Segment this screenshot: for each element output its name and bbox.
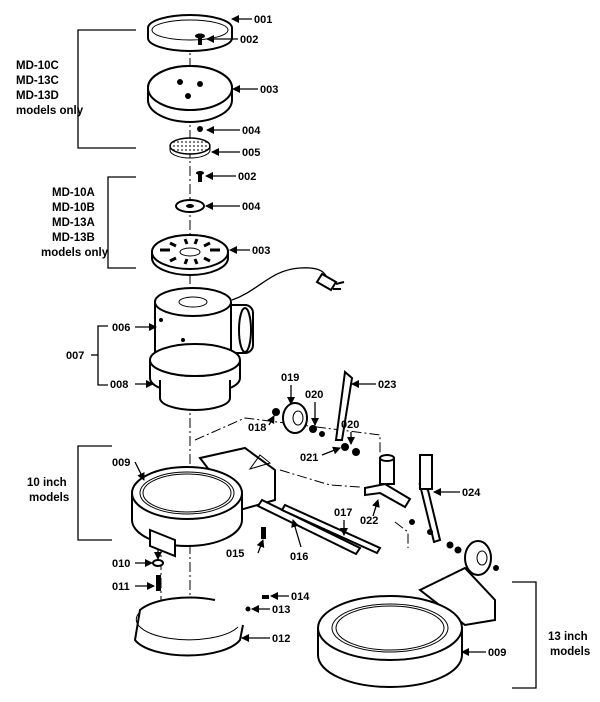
part-label-021: 021 (300, 452, 318, 464)
part-label-013: 013 (272, 604, 290, 616)
group-line: models (550, 646, 590, 658)
group-label-10inch: 10 inch models (27, 477, 69, 504)
part-label-004-b: 004 (242, 201, 261, 213)
part-label-009-13inch: 009 (488, 647, 506, 659)
ring-001-part (147, 14, 233, 52)
mesh-plate-005-part (169, 137, 211, 159)
part-label-015: 015 (226, 548, 244, 560)
leader-lines (134, 15, 486, 656)
axle-017-part (280, 503, 382, 555)
axle-016-part (256, 498, 362, 556)
group-line: MD-10A (52, 187, 95, 199)
group-line: models (29, 492, 69, 504)
group-line: 10 inch (27, 477, 67, 489)
part-label-009-10inch: 009 (112, 457, 130, 469)
bolt-015-part (261, 527, 266, 539)
screw-002-top-part (195, 33, 205, 45)
screw-002-lower-part (196, 171, 204, 182)
part-label-020-b: 020 (341, 419, 359, 431)
part-label-017: 017 (334, 507, 352, 519)
washer-021-part (341, 443, 360, 456)
part-label-002-b: 002 (238, 171, 256, 183)
part-label-016: 016 (290, 551, 308, 563)
part-label-007: 007 (66, 350, 84, 362)
handle-path-line-3 (394, 521, 409, 548)
base-009-10inch-part (131, 446, 276, 558)
part-label-023: 023 (378, 379, 396, 391)
part-label-001: 001 (254, 14, 272, 26)
group-line: MD-10B (52, 202, 95, 214)
part-label-006: 006 (112, 322, 130, 334)
pad-driver-003-vented-part (151, 234, 229, 276)
group-label-md10c: MD-10C MD-13C MD-13D models only (16, 60, 84, 117)
part-label-004: 004 (242, 125, 261, 137)
bracket-023-part (334, 370, 354, 441)
skirt-012-part (133, 596, 244, 657)
group-bracket-3 (77, 445, 112, 541)
nut-004-upper-part (197, 126, 203, 132)
pad-driver-003-part (147, 65, 233, 123)
part-label-003: 003 (260, 84, 278, 96)
part-label-022: 022 (360, 515, 378, 527)
part-label-008: 008 (110, 379, 128, 391)
group-line: MD-13C (16, 75, 59, 87)
motor-007-part (149, 267, 345, 411)
part-label-024: 024 (462, 487, 481, 499)
group-line: 13 inch (548, 631, 588, 643)
part-label-020: 020 (305, 389, 323, 401)
base-009-13inch-part (317, 566, 496, 688)
group-bracket-1 (77, 29, 136, 149)
group-label-13inch: 13 inch models (548, 631, 590, 658)
part-label-005: 005 (242, 147, 260, 159)
group-bracket-4 (512, 581, 537, 689)
group-line: models only (41, 247, 109, 259)
group-line: MD-13B (52, 232, 95, 244)
handle-path-line-2 (279, 469, 361, 488)
group-line: MD-10C (16, 60, 59, 72)
group-bracket-2 (107, 176, 136, 269)
washer-018-part (272, 408, 280, 416)
part-label-019: 019 (281, 372, 299, 384)
part-label-012: 012 (272, 633, 290, 645)
bolt-011-part (156, 575, 161, 591)
screw-014-part (262, 595, 269, 599)
part-label-014: 014 (291, 591, 310, 603)
part-label-011: 011 (112, 581, 130, 593)
group-line: models only (16, 105, 84, 117)
part-label-010: 010 (112, 558, 130, 570)
washer-013-part (245, 606, 251, 612)
handle-bracket-022-part (364, 454, 412, 509)
part-label-003-b: 003 (252, 245, 270, 257)
wheel-019-part (282, 402, 308, 434)
group-line: MD-13D (16, 90, 59, 102)
washer-004-part (175, 199, 205, 213)
group-line: MD-13A (52, 217, 95, 229)
group-bracket-007 (97, 325, 108, 386)
group-label-md10a: MD-10A MD-10B MD-13A MD-13B models only (41, 187, 109, 259)
part-label-018: 018 (248, 422, 266, 434)
part-label-002: 002 (240, 34, 258, 46)
wheel-13inch-part (409, 519, 499, 576)
bracket-024-part (418, 454, 442, 544)
washer-020-part (309, 425, 325, 437)
washer-010-part (152, 559, 164, 567)
